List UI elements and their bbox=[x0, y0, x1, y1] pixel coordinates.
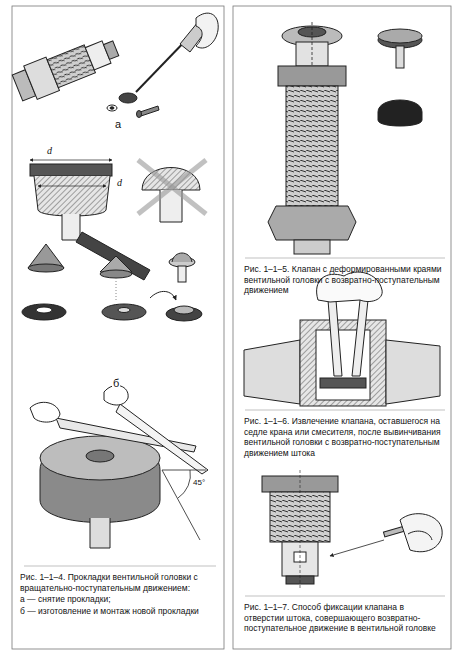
separator bbox=[24, 566, 216, 567]
caption-block: Рис. 1–1–4. Прокладки вентильной головки… bbox=[20, 572, 218, 618]
caption-block: Рис. 1–1–5. Клапан с деформированными кр… bbox=[244, 264, 444, 297]
separator bbox=[245, 596, 445, 597]
dimension-label: d bbox=[116, 177, 123, 189]
stem-pin bbox=[262, 470, 442, 590]
caption-item: а — снятие прокладки; bbox=[20, 594, 218, 605]
angle-label: 45° bbox=[192, 478, 206, 488]
gasket-section bbox=[30, 160, 112, 240]
valve-head bbox=[11, 32, 159, 118]
wrong-gasket bbox=[138, 160, 206, 222]
scissors-trim bbox=[30, 385, 208, 548]
separator bbox=[245, 258, 445, 259]
figure-letter: б bbox=[112, 377, 120, 390]
screwdriver-hand bbox=[136, 13, 218, 92]
caption-block: Рис. 1–1–6. Извлечение клапана, оставшег… bbox=[244, 416, 444, 460]
dimension-label: d bbox=[46, 145, 53, 157]
separator bbox=[245, 410, 445, 411]
figure-letter: а bbox=[114, 118, 122, 131]
caption-item: б — изготовление и монтаж новой прокладк… bbox=[20, 606, 218, 617]
figure-caption: Рис. 1–1–6. Извлечение клапана, оставшег… bbox=[244, 416, 444, 459]
valve-head-deformed bbox=[268, 22, 422, 254]
caption-block: Рис. 1–1–7. Способ фиксации клапана в от… bbox=[244, 602, 444, 635]
figure-caption: Рис. 1–1–7. Способ фиксации клапана в от… bbox=[244, 602, 444, 634]
figure-caption: Рис. 1–1–5. Клапан с деформированными кр… bbox=[244, 264, 444, 296]
figure-caption: Рис. 1–1–4. Прокладки вентильной головки… bbox=[20, 572, 218, 593]
panel-frame bbox=[12, 6, 451, 649]
gasket-cutting bbox=[22, 232, 202, 321]
